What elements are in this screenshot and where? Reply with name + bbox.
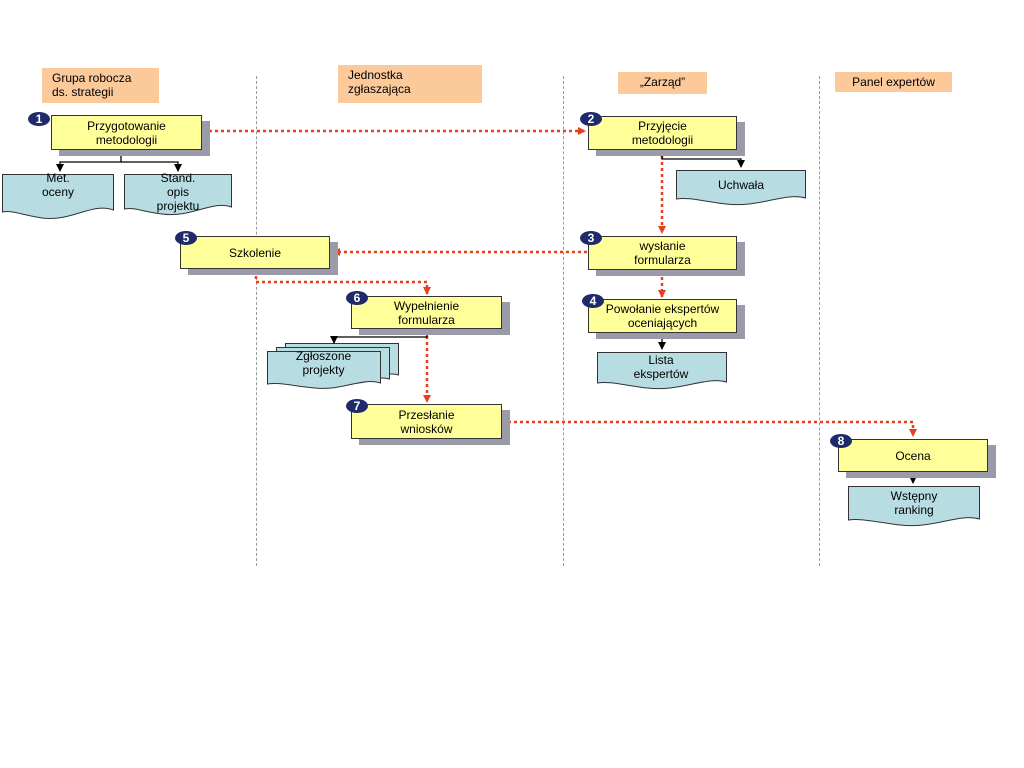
lane-separator-3 — [819, 76, 820, 566]
document-line: Zgłoszone — [295, 349, 352, 363]
step-box-ocena: Ocena — [838, 439, 988, 472]
lane-header-panel-expertow: Panel expertów — [835, 72, 952, 92]
flow-arrow-7-to-8 — [502, 420, 917, 437]
document-wstepny-ranking: Wstępny ranking — [848, 489, 980, 517]
step-number-badge-5: 5 — [175, 231, 197, 245]
arrow-2-to-uchwala — [661, 150, 745, 168]
step-label-line: oceniających — [627, 316, 698, 330]
step-label-line: metodologii — [631, 133, 694, 147]
lane-header-zarzad: „Zarząd” — [618, 72, 707, 94]
lane-separator-2 — [563, 76, 564, 566]
step-number-badge-6: 6 — [346, 291, 368, 305]
lane-header-line-2: ds. strategii — [52, 85, 114, 99]
document-line: Met. — [46, 171, 70, 185]
document-zgloszone-projekty: Zgłoszone projekty — [267, 349, 380, 377]
document-stack-shape-zgloszone — [267, 343, 399, 389]
document-line: projekty — [302, 363, 345, 377]
step-label-line: wysłanie — [639, 239, 686, 253]
flow-arrow-5-to-6 — [254, 270, 431, 295]
step-label-line: Przesłanie — [398, 407, 455, 422]
step-number-badge-7: 7 — [346, 399, 368, 413]
step-number-badge-2: 2 — [580, 112, 602, 126]
document-shape-lista — [597, 352, 727, 390]
arrow-6-to-zgloszone — [330, 330, 428, 344]
document-shape-stand-opis — [124, 174, 232, 216]
document-lista-ekspertow: Lista ekspertów — [597, 353, 725, 381]
step-number-badge-3: 3 — [580, 231, 602, 245]
document-line: ranking — [894, 503, 934, 517]
step-label-line: Ocena — [895, 448, 931, 463]
step-number-badge-4: 4 — [582, 294, 604, 308]
document-stand-opis: Stand. opis projektu — [124, 171, 232, 213]
document-line: oceny — [41, 185, 75, 199]
lane-header-line-1: Jednostka — [348, 68, 403, 82]
document-shape-met-oceny — [2, 174, 114, 220]
lane-header-grupa-robocza: Grupa robocza ds. strategii — [42, 68, 159, 103]
document-shape-uchwala — [676, 170, 806, 206]
lane-header-line-1: Grupa robocza — [52, 71, 132, 85]
step-label-line: Powołanie ekspertów — [605, 302, 720, 316]
document-line: Wstępny — [890, 489, 938, 503]
step-label-line: wniosków — [400, 421, 453, 436]
document-line: Lista — [648, 353, 674, 367]
lane-header-line-1: „Zarząd” — [639, 75, 686, 89]
document-line: projektu — [156, 199, 200, 213]
step-label-line: Przygotowanie — [87, 118, 166, 133]
step-label-line: formularza — [634, 253, 691, 267]
document-line: opis — [166, 185, 189, 199]
step-number-badge-8: 8 — [830, 434, 852, 448]
step-label-line: Przyjęcie — [638, 119, 687, 133]
arrow-1-to-met-oceny — [56, 150, 122, 172]
arrow-1-to-stand-opis — [121, 161, 182, 172]
step-number-badge-1: 1 — [28, 112, 50, 126]
step-label-line: Szkolenie — [228, 245, 282, 260]
document-shape-ranking — [848, 486, 980, 527]
step-label-line: metodologii — [95, 132, 158, 147]
lane-header-line-1: Panel expertów — [852, 75, 935, 89]
lane-header-line-2: zgłaszająca — [348, 82, 411, 96]
step-label-line: formularza — [398, 312, 455, 327]
step-box-szkolenie: Szkolenie — [180, 236, 330, 269]
step-label-line: Wypełnienie — [393, 298, 460, 313]
document-line: Stand. — [160, 171, 196, 185]
document-met-oceny: Met. oceny — [2, 171, 114, 199]
lane-header-jednostka: Jednostka zgłaszająca — [338, 65, 482, 103]
document-line: ekspertów — [633, 367, 689, 381]
document-line: Uchwała — [717, 178, 765, 192]
document-uchwala: Uchwała — [676, 178, 806, 192]
lane-separator-1 — [256, 76, 257, 566]
